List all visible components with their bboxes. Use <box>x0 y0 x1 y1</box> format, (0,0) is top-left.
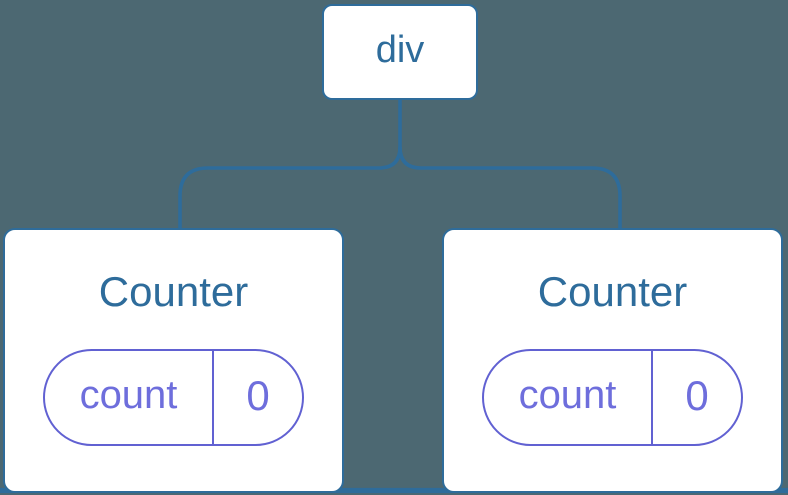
component-name-label: Counter <box>537 268 688 315</box>
state-key-cell: count <box>45 351 212 444</box>
state-value-cell: 0 <box>651 351 741 444</box>
state-key-cell: count <box>484 351 651 444</box>
state-value-cell: 0 <box>212 351 302 444</box>
state-value-label: 0 <box>685 371 709 419</box>
state-pill: count 0 <box>482 349 743 446</box>
root-node-label: div <box>375 29 425 71</box>
state-key-label: count <box>79 372 178 417</box>
tree-node-counter-left: Counter count 0 <box>3 228 344 493</box>
connector-left-branch <box>178 98 402 230</box>
state-value-label: 0 <box>246 371 270 419</box>
state-key-label: count <box>518 372 617 417</box>
tree-node-counter-right: Counter count 0 <box>442 228 783 493</box>
connector-right-branch <box>398 146 622 230</box>
state-pill: count 0 <box>43 349 304 446</box>
tree-node-div: div <box>322 4 478 100</box>
component-name-label: Counter <box>98 268 249 315</box>
